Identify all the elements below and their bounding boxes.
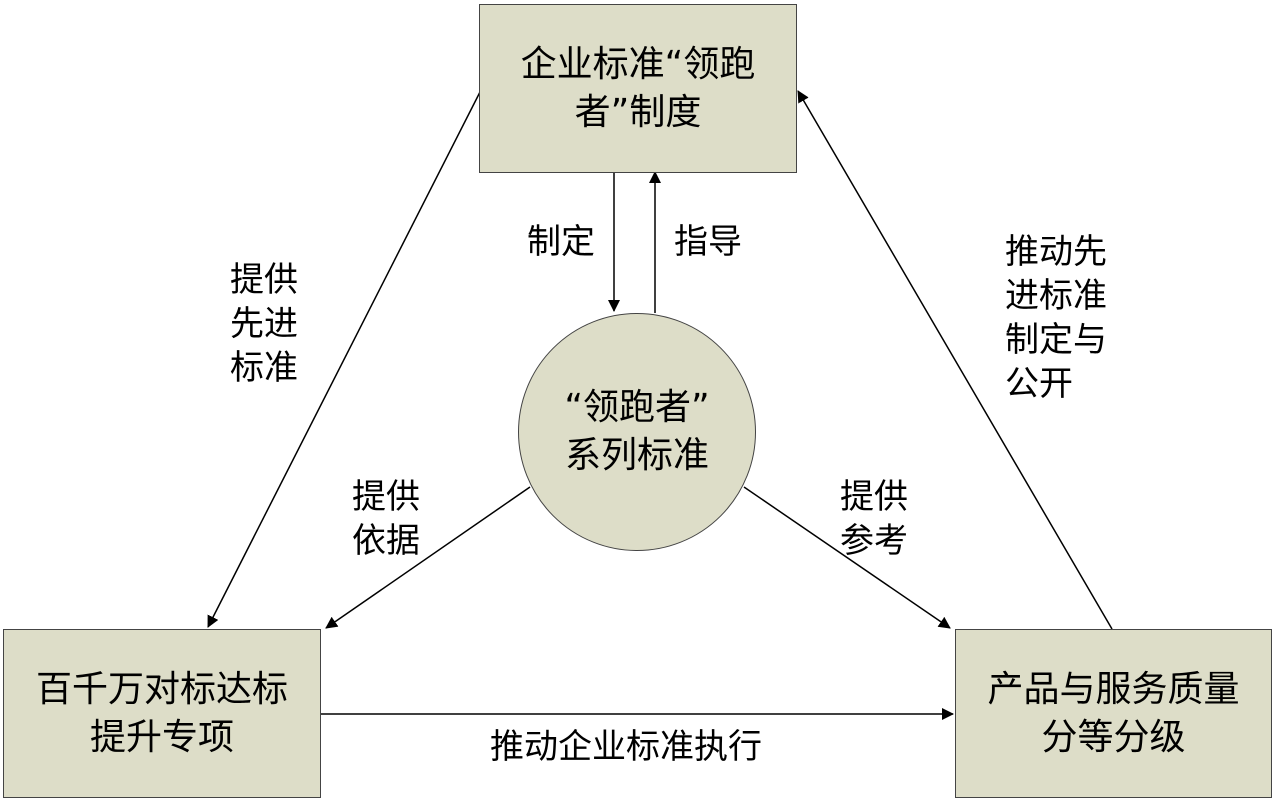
node-quality-grading-line2: 分等分级 bbox=[1041, 716, 1186, 758]
edge-label-promote-advanced: 推动先 进标准 制定与 公开 bbox=[1005, 232, 1107, 404]
node-leader-system-line2: 者”制度 bbox=[574, 91, 702, 133]
edge-label-provide-reference: 提供 参考 bbox=[840, 477, 908, 561]
edge-label-zhiding: 制定 bbox=[527, 222, 595, 262]
edge-label-provide-advanced: 提供 先进 标准 bbox=[230, 260, 298, 388]
node-leader-standards: “领跑者” 系列标准 bbox=[518, 313, 756, 551]
node-leader-system-line1: 企业标准“领跑 bbox=[520, 43, 756, 85]
node-leader-standards-line2: 系列标准 bbox=[564, 435, 709, 476]
node-leader-system: 企业标准“领跑 者”制度 bbox=[479, 4, 797, 173]
arrow-top-to-left bbox=[207, 91, 481, 628]
node-benchmark-program: 百千万对标达标 提升专项 bbox=[3, 629, 321, 798]
edge-label-promote-execution: 推动企业标准执行 bbox=[490, 727, 762, 767]
node-quality-grading-line1: 产品与服务质量 bbox=[987, 668, 1240, 710]
arrow-center-to-right bbox=[743, 486, 951, 629]
edge-label-zhidao: 指导 bbox=[674, 222, 742, 262]
node-benchmark-program-line2: 提升专项 bbox=[89, 716, 234, 758]
node-benchmark-program-line1: 百千万对标达标 bbox=[35, 668, 288, 710]
node-quality-grading: 产品与服务质量 分等分级 bbox=[955, 629, 1272, 798]
arrow-right-to-top bbox=[797, 90, 1113, 630]
arrow-center-to-left bbox=[325, 486, 531, 629]
edge-label-provide-basis: 提供 依据 bbox=[352, 477, 420, 561]
node-leader-standards-line1: “领跑者” bbox=[564, 387, 710, 428]
